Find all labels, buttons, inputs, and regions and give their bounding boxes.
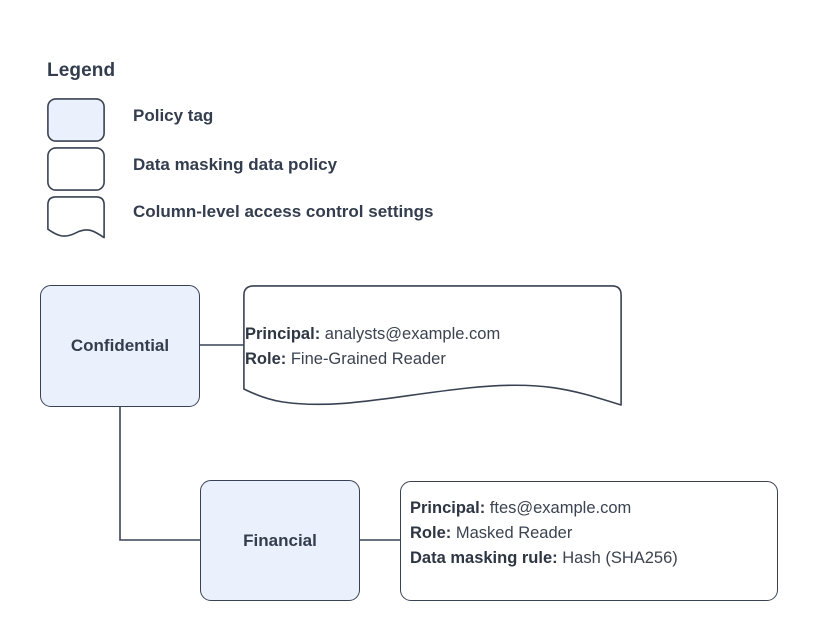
- annotation-line-value: analysts@example.com: [324, 325, 501, 343]
- node-confidential[interactable]: Confidential: [40, 285, 200, 407]
- annotation-line-value: Hash (SHA256): [562, 549, 678, 567]
- legend-title: Legend: [47, 60, 116, 81]
- legend-swatch-column-access-control-icon: [47, 196, 105, 239]
- annotation-line: Role: Masked Reader: [410, 521, 678, 546]
- annotation-line: Principal: analysts@example.com: [245, 322, 500, 347]
- annotation-shape-financial-access: [400, 481, 778, 601]
- annotation-line: Role: Fine-Grained Reader: [245, 347, 500, 372]
- legend-label-column-access-control: Column-level access control settings: [133, 202, 434, 221]
- legend-label-data-masking-policy: Data masking data policy: [133, 155, 338, 174]
- annotation-line-value: Fine-Grained Reader: [290, 350, 446, 368]
- annotation-line-value: Masked Reader: [455, 524, 573, 542]
- annotation-line-label: Role:: [410, 524, 452, 542]
- legend-swatch-data-masking-policy-icon: [47, 147, 105, 191]
- annotation-line-value: ftes@example.com: [489, 499, 632, 517]
- connector-confidential-to-financial: [119, 407, 200, 541]
- annotation-line-label: Principal:: [410, 499, 486, 517]
- annotation-line-label: Role:: [245, 350, 287, 368]
- annotation-shape-confidential-access: [243, 285, 622, 406]
- annotation-text-confidential-access: Principal: analysts@example.com Role: Fi…: [245, 322, 500, 372]
- annotation-line: Data masking rule: Hash (SHA256): [410, 546, 678, 571]
- annotation-line-label: Data masking rule:: [410, 549, 558, 567]
- node-financial[interactable]: Financial: [200, 480, 360, 601]
- annotation-line: Principal: ftes@example.com: [410, 496, 678, 521]
- annotation-text-financial-access: Principal: ftes@example.com Role: Masked…: [410, 496, 678, 571]
- legend-swatch-policy-tag-icon: [47, 98, 105, 142]
- legend-label-policy-tag: Policy tag: [133, 106, 214, 125]
- annotation-line-label: Principal:: [245, 325, 321, 343]
